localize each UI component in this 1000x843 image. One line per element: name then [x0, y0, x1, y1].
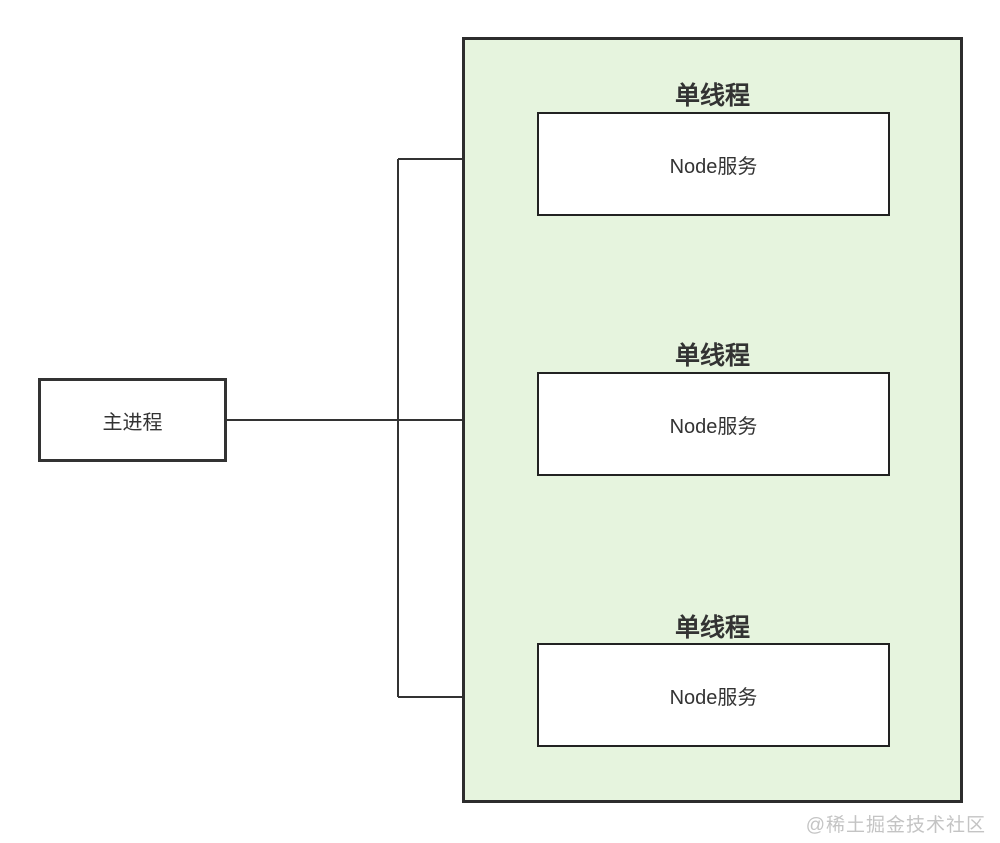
thread-title-2: 单线程 [674, 342, 750, 370]
node-service-box-3: Node服务 [537, 643, 890, 747]
main-process-label: 主进程 [102, 411, 163, 434]
node-service-box-1: Node服务 [537, 112, 890, 216]
node-service-label-3: Node服务 [669, 686, 758, 709]
node-service-label-2: Node服务 [669, 415, 758, 438]
node-service-box-2: Node服务 [537, 372, 890, 476]
thread-title-1: 单线程 [674, 82, 750, 110]
thread-group-container: 单线程 Node服务 单线程 Node服务 单线程 Node服务 [462, 37, 963, 803]
main-process-node: 主进程 [38, 378, 227, 462]
thread-title-3: 单线程 [674, 614, 750, 642]
node-service-label-1: Node服务 [669, 155, 758, 178]
watermark: @稀土掘金技术社区 [805, 815, 986, 836]
